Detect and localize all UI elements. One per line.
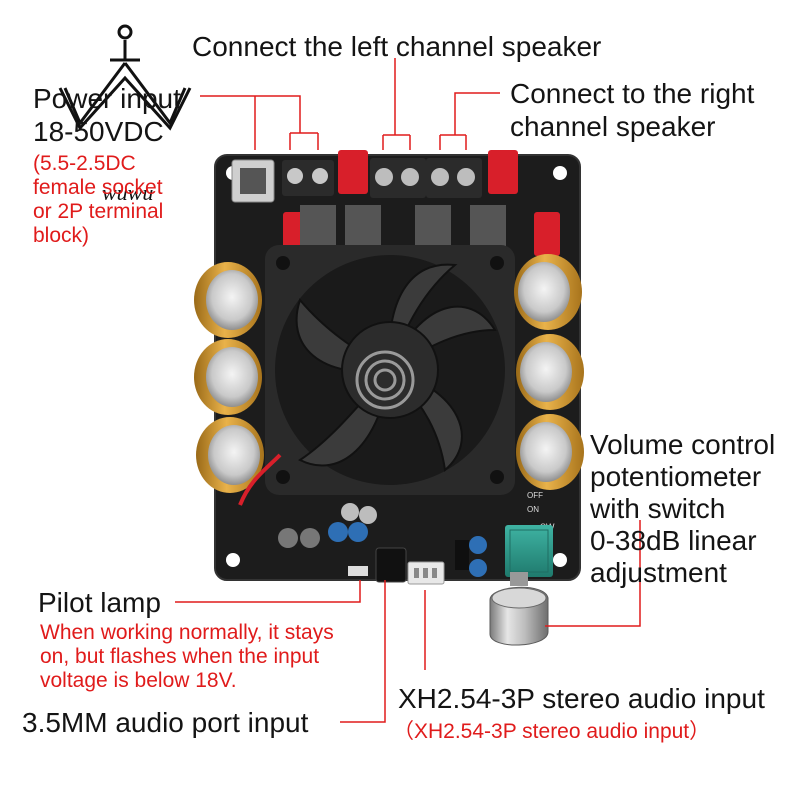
pilot-lamp-label: Pilot lamp xyxy=(38,587,161,618)
left-channel-label: Connect the left channel speaker xyxy=(192,31,602,62)
power-label-line2: 18-50VDC xyxy=(33,116,164,147)
power-note-line4: block) xyxy=(33,224,90,247)
right-speaker-terminal xyxy=(426,158,482,198)
power-note-line3: or 2P terminal xyxy=(33,200,164,223)
xh-input-note: （XH2.54-3P stereo audio input） xyxy=(393,720,711,743)
volume-label-line4: 0-38dB linear xyxy=(590,525,757,556)
pilot-note-line2: on, but flashes when the input xyxy=(40,645,320,668)
switch-on-text: ON xyxy=(527,505,539,514)
left-speaker-terminal xyxy=(370,158,426,198)
volume-label-line1: Volume control xyxy=(590,429,776,460)
volume-label-line5: adjustment xyxy=(590,557,727,588)
capacitors-right xyxy=(514,254,584,490)
capacitors-left xyxy=(194,262,264,493)
xh-connector xyxy=(407,561,445,585)
pilot-lamp-led xyxy=(348,566,368,576)
power-label-line1: Power input xyxy=(33,83,181,114)
right-channel-label-line1: Connect to the right xyxy=(510,78,755,109)
volume-label-line3: with switch xyxy=(590,493,726,524)
small-capacitors xyxy=(278,503,487,577)
xh-input-label: XH2.54-3P stereo audio input xyxy=(398,683,765,714)
audio-jack-3-5mm xyxy=(375,547,407,583)
power-note-line2: female socket xyxy=(33,176,163,199)
pilot-note-line3: voltage is below 18V. xyxy=(40,669,237,692)
cooling-fan xyxy=(265,245,515,495)
logo-text: wuwu xyxy=(102,180,153,205)
audio-port-label: 3.5MM audio port input xyxy=(22,707,309,738)
volume-knob xyxy=(489,572,549,646)
brand-logo: wuwu xyxy=(58,24,192,205)
right-channel-label-line2: channel speaker xyxy=(510,111,716,142)
volume-label-line2: potentiometer xyxy=(590,461,762,492)
power-note-line1: (5.5-2.5DC xyxy=(33,152,136,175)
switch-off-text: OFF xyxy=(527,491,543,500)
volume-potentiometer xyxy=(505,525,553,577)
power-terminal-block xyxy=(282,160,334,196)
pilot-note-line1: When working normally, it stays xyxy=(40,621,334,644)
